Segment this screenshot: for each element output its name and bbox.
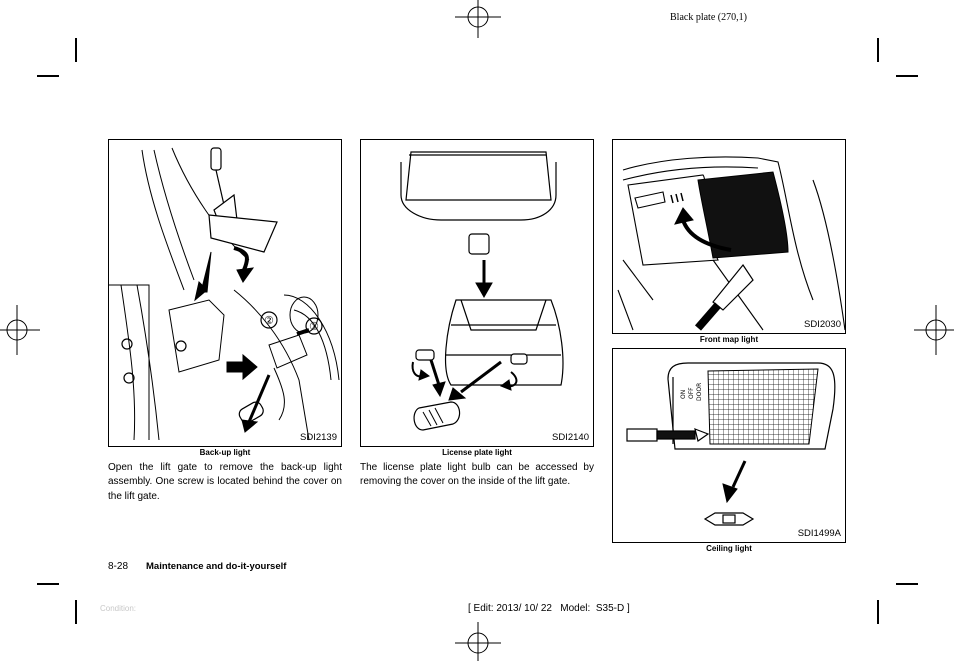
figure-code: SDI2140 (552, 432, 589, 443)
switch-label: DOOR (696, 383, 703, 401)
license-plate-light-illustration (400, 151, 564, 431)
figure-ceiling-light: ON OFF DOOR SDI1499A (612, 348, 846, 543)
figure-caption: Ceiling light (706, 544, 752, 553)
crop-mark (877, 38, 879, 62)
registration-mark-top (455, 0, 501, 38)
figure-code: SDI2139 (300, 432, 337, 443)
crop-mark (37, 75, 59, 77)
edit-info: [ Edit: 2013/ 10/ 22 Model: S35-D ] (468, 603, 630, 614)
backup-light-illustration: ② ① (109, 147, 340, 441)
figure-code: SDI2030 (804, 319, 841, 330)
figure-caption: Front map light (699, 335, 759, 344)
crop-mark (896, 583, 918, 585)
figure-backup-light: ② ① SDI2139 (108, 139, 342, 447)
crop-mark (37, 583, 59, 585)
switch-label: ON (680, 390, 687, 399)
crop-mark (896, 75, 918, 77)
crop-mark (75, 38, 77, 62)
page-number: 8-28 (108, 561, 129, 572)
condition-label: Condition: (100, 604, 137, 613)
registration-mark-bottom (455, 622, 501, 661)
crop-mark (877, 600, 879, 624)
crop-mark (75, 600, 77, 624)
plate-label: Black plate (270,1) (670, 12, 747, 23)
figure-caption: License plate light (442, 448, 512, 457)
front-map-light-illustration (617, 156, 845, 331)
figure-code: SDI1499A (797, 528, 841, 539)
section-title: Maintenance and do-it-yourself (146, 561, 287, 572)
figure-caption: Back-up light (199, 448, 251, 457)
paragraph-license-plate-light: The license plate light bulb can be acce… (360, 462, 594, 488)
registration-mark-left (0, 305, 40, 355)
figure-license-plate-light: SDI2140 (360, 139, 594, 447)
paragraph-backup-light: Open the lift gate to remove the back-up… (108, 462, 342, 502)
ceiling-light-illustration: ON OFF DOOR (626, 362, 836, 526)
callout-1: ① (309, 320, 319, 333)
registration-mark-right (914, 305, 954, 355)
switch-label: OFF (688, 387, 695, 399)
callout-2: ② (264, 314, 274, 327)
figure-front-map-light: SDI2030 (612, 139, 846, 334)
